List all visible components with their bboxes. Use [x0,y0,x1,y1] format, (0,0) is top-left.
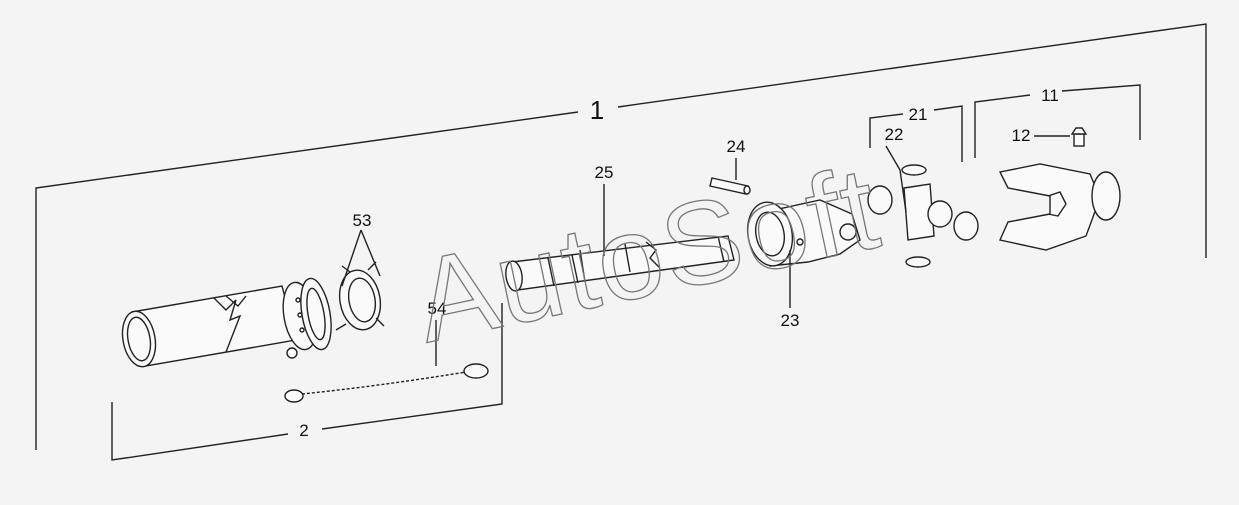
subassembly-bracket-2 [111,303,503,461]
callout-24: 24 [727,137,746,156]
guard-cone [282,277,332,359]
watermark: AutoSoft [405,141,891,368]
callout-2: 2 [299,421,308,440]
assembly-bracket-1 [35,23,1207,450]
part-54-chain [284,363,489,403]
part-25-shaft [505,235,735,292]
guard-tube [121,285,297,368]
part-22-cross [867,164,979,268]
callout-12: 12 [1012,126,1031,145]
part-53-ring [335,261,385,331]
part-23-yoke [746,199,861,267]
subassembly-bracket-11 [974,84,1141,158]
part-12-grease-nipple [1070,127,1088,147]
callout-53: 53 [353,211,372,230]
callout-23: 23 [781,311,800,330]
part-11-yoke [998,163,1121,251]
part-24-pin [709,177,751,195]
callout-1: 1 [590,95,604,125]
leader-22 [885,145,907,213]
subassembly-bracket-21 [869,105,963,162]
callout-11: 11 [1041,86,1059,105]
callout-25: 25 [595,163,614,182]
callout-22: 22 [885,125,904,144]
callout-21: 21 [909,105,928,124]
callout-54: 54 [428,299,447,318]
leader-53 [341,229,381,287]
